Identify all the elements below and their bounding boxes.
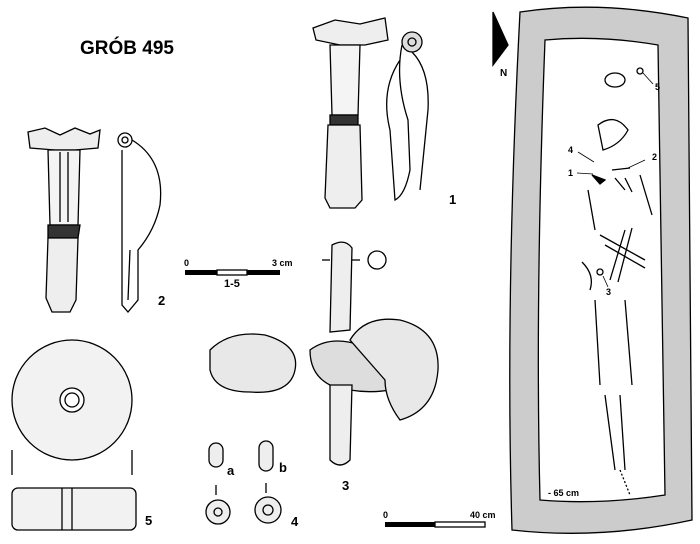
fibula-1-front [312, 17, 389, 209]
scale-large-end: 40 cm [470, 510, 496, 520]
north-label: N [500, 68, 508, 79]
grave-marker-2: 2 [652, 152, 658, 162]
grave-marker-5: 5 [655, 82, 661, 92]
item-3-object [209, 241, 439, 466]
page-title: GRÓB 495 [80, 38, 174, 59]
item-5-spindle-whorl [11, 339, 137, 531]
label-item-4a: a [227, 463, 235, 478]
label-item-4b: b [279, 460, 287, 475]
label-item-3: 3 [342, 478, 350, 493]
scale-bar-small [185, 269, 280, 276]
fibula-2-front [27, 127, 101, 313]
scale-small-end: 3 cm [272, 258, 293, 268]
scale-small-start: 0 [184, 258, 190, 268]
label-fibula-2: 2 [158, 293, 166, 308]
fibula-1-side [386, 31, 429, 202]
north-arrow-icon [492, 11, 509, 67]
scale-bar-large [385, 521, 486, 528]
scale-small-range: 1-5 [224, 278, 240, 290]
grave-marker-4: 4 [568, 145, 574, 155]
grave-marker-3: 3 [606, 287, 612, 297]
label-item-4: 4 [291, 514, 299, 529]
item-4-beads [205, 440, 282, 525]
label-item-5: 5 [145, 513, 153, 528]
grave-plan [509, 6, 693, 534]
grave-marker-1: 1 [568, 168, 574, 178]
fibula-2-side [117, 132, 162, 314]
scale-large-start: 0 [383, 510, 389, 520]
grave-depth: - 65 cm [548, 488, 580, 498]
label-fibula-1: 1 [449, 192, 457, 207]
